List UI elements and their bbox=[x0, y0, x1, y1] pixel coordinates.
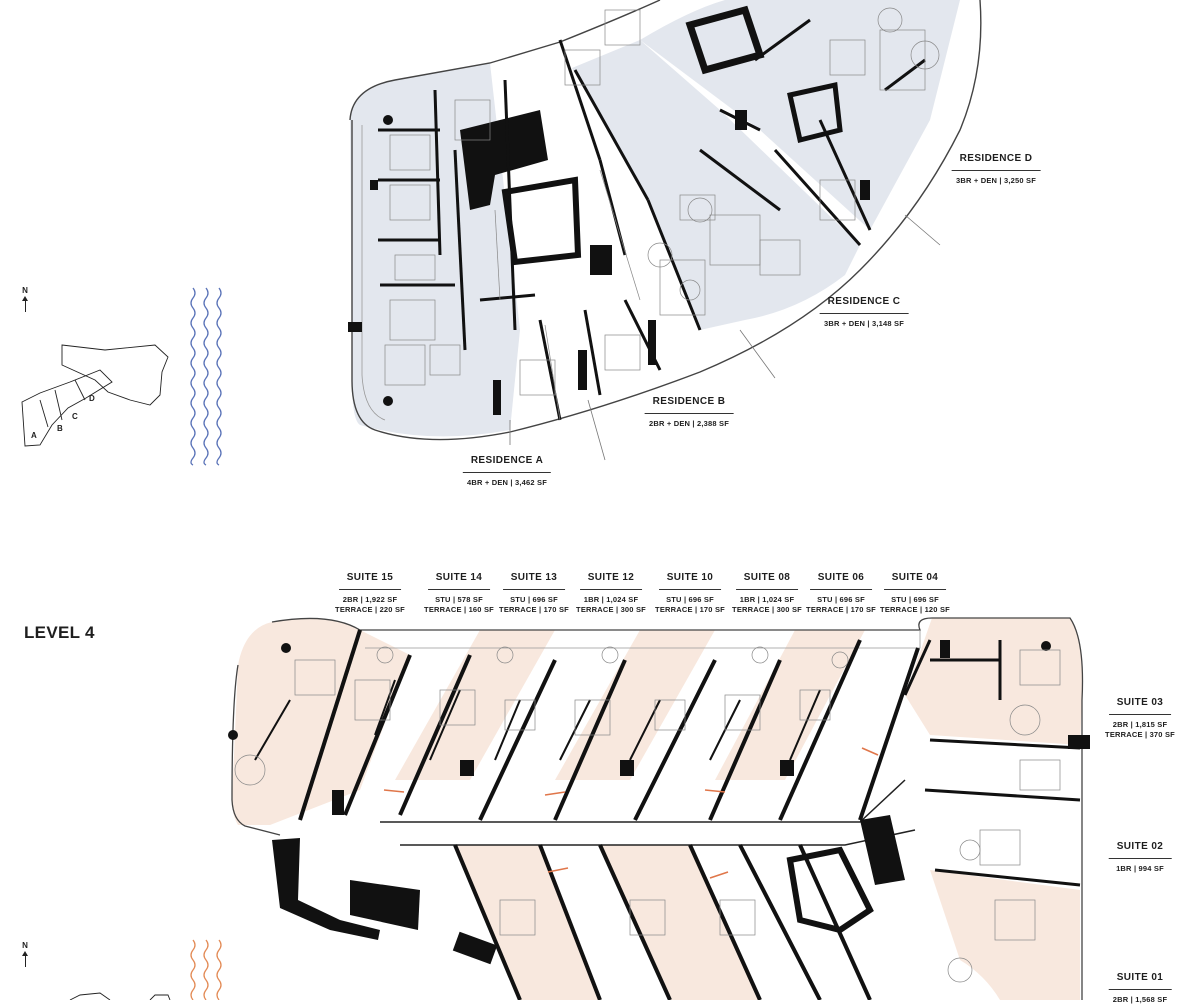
suite-10-zone bbox=[555, 630, 715, 780]
wave-line bbox=[203, 939, 209, 1000]
suite-01-zone bbox=[930, 870, 1080, 1000]
wave-line bbox=[190, 287, 196, 466]
water-waves-upper bbox=[190, 287, 222, 466]
key-plan-label-a: A bbox=[31, 431, 37, 440]
north-arrow-icon bbox=[21, 296, 28, 312]
north-label: N bbox=[22, 941, 28, 950]
upper-floor-plan bbox=[348, 0, 982, 461]
suite-02-label: SUITE 02 1BR | 994 SF bbox=[1108, 836, 1172, 874]
wave-line bbox=[190, 939, 196, 1000]
residence-c-label: RESIDENCE C 3BR + DEN | 3,148 SF bbox=[819, 291, 909, 329]
wave-line bbox=[203, 287, 209, 466]
suite-01-label: SUITE 01 2BR | 1,568 SF bbox=[1108, 967, 1172, 1005]
north-label: N bbox=[22, 286, 28, 295]
wave-line bbox=[216, 287, 222, 466]
key-plan-lower bbox=[69, 992, 171, 1000]
north-arrow-lower: N bbox=[20, 941, 30, 967]
north-arrow-icon bbox=[21, 951, 28, 967]
suite-15-zone bbox=[232, 618, 410, 825]
key-plan-label-d: D bbox=[89, 394, 95, 403]
suite-03-zone bbox=[905, 618, 1083, 745]
residence-d-label: RESIDENCE D 3BR + DEN | 3,250 SF bbox=[951, 148, 1041, 186]
key-plan-label-c: C bbox=[72, 412, 78, 421]
suite-center-zones bbox=[455, 845, 600, 1000]
residence-b-label: RESIDENCE B 2BR + DEN | 2,388 SF bbox=[644, 391, 734, 429]
level-title: LEVEL 4 bbox=[24, 623, 95, 642]
wave-line bbox=[216, 939, 222, 1000]
key-plan-upper bbox=[21, 344, 169, 447]
water-waves-lower bbox=[190, 939, 222, 1000]
north-arrow-upper: N bbox=[20, 286, 30, 312]
suite-06-zone bbox=[715, 630, 865, 780]
lower-floor-plan bbox=[228, 617, 1090, 1000]
residence-c-zone bbox=[572, 40, 860, 330]
key-plan-label-b: B bbox=[57, 424, 63, 433]
residence-a-label: RESIDENCE A 4BR + DEN | 3,462 SF bbox=[462, 450, 552, 488]
